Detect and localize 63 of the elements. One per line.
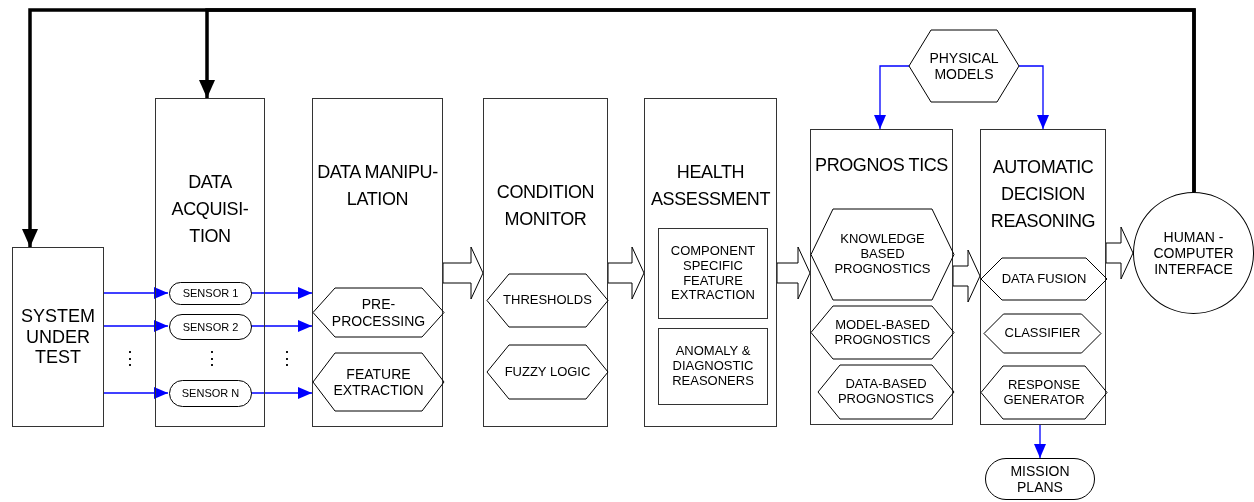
arrow bbox=[103, 287, 169, 299]
hexagon-box bbox=[487, 274, 608, 327]
node-label: COMPONENT SPECIFIC FEATURE EXTRACTION bbox=[669, 241, 757, 305]
hexagon-box bbox=[909, 30, 1019, 102]
stage-panel bbox=[312, 98, 443, 427]
node-label: SENSOR 1 bbox=[181, 286, 240, 302]
hexagon-box bbox=[313, 288, 444, 337]
stage-panel bbox=[810, 129, 953, 425]
block-arrow bbox=[607, 246, 645, 300]
node-label: THRESHOLDS bbox=[502, 291, 593, 310]
arrow bbox=[874, 65, 910, 130]
node-label: PHYSICAL MODELS bbox=[928, 48, 1000, 84]
arrow bbox=[250, 387, 313, 399]
arrow bbox=[250, 287, 313, 299]
stage-heading: CONDITION MONITOR bbox=[495, 181, 596, 231]
block-arrow bbox=[776, 246, 811, 300]
hexagon-box bbox=[811, 306, 954, 359]
process-box bbox=[658, 328, 768, 405]
node-label: FUZZY LOGIC bbox=[503, 362, 592, 381]
hexagon-box bbox=[818, 365, 954, 419]
block-arrow bbox=[442, 246, 484, 300]
block-arrow bbox=[1105, 226, 1134, 280]
node-label: DATA-BASED PROGNOSTICS bbox=[836, 375, 936, 408]
node-label: RESPONSE GENERATOR bbox=[1002, 375, 1086, 409]
stage-panel bbox=[644, 98, 777, 427]
process-box bbox=[12, 247, 104, 427]
arrow bbox=[103, 320, 169, 332]
node-label: MISSION PLANS bbox=[1009, 461, 1071, 497]
stage-heading: DATA MANIPU- LATION bbox=[316, 161, 439, 211]
hexagon-box bbox=[313, 353, 444, 411]
ellipsis-mark: ⋮ bbox=[203, 348, 221, 368]
stage-panel bbox=[483, 98, 608, 427]
node-label: SENSOR 2 bbox=[181, 319, 240, 335]
hexagon-box bbox=[811, 209, 954, 300]
stage-heading: AUTOMATIC DECISION REASONING bbox=[989, 156, 1097, 233]
hexagon-box bbox=[984, 314, 1101, 353]
node-label: MODEL-BASED PROGNOSTICS bbox=[833, 315, 932, 349]
node-label: FEATURE EXTRACTION bbox=[332, 364, 425, 400]
node-label: DATA FUSION bbox=[1000, 269, 1088, 288]
stage-heading: DATA ACQUISI- TION bbox=[170, 171, 250, 248]
node-label: CLASSIFIER bbox=[1003, 324, 1082, 343]
node-label: SENSOR N bbox=[180, 386, 241, 402]
feedback-arrow bbox=[199, 8, 1196, 192]
ellipsis-mark: ⋮ bbox=[121, 348, 139, 368]
node-label: SYSTEM UNDER TEST bbox=[20, 304, 96, 370]
stage-panel bbox=[980, 129, 1106, 425]
process-box bbox=[658, 228, 768, 319]
node-label: PRE- PROCESSING bbox=[330, 295, 427, 331]
arrow bbox=[1034, 424, 1046, 459]
node-label: HUMAN - COMPUTER INTERFACE bbox=[1152, 227, 1235, 280]
arrow bbox=[250, 320, 313, 332]
hexagon-box bbox=[487, 345, 608, 399]
node-label: KNOWLEDGE BASED PROGNOSTICS bbox=[833, 230, 932, 278]
ellipsis-mark: ⋮ bbox=[278, 348, 296, 368]
stage-panel bbox=[155, 98, 265, 427]
stage-heading: HEALTH ASSESSMENT bbox=[650, 161, 771, 211]
block-arrow bbox=[952, 249, 981, 303]
stage-heading: PROGNOS TICS bbox=[814, 154, 949, 177]
hexagon-box bbox=[981, 258, 1107, 300]
node-label: ANOMALY & DIAGNOSTIC REASONERS bbox=[671, 342, 755, 390]
hexagon-box bbox=[981, 366, 1107, 419]
arrow bbox=[103, 387, 169, 399]
arrow bbox=[1018, 65, 1049, 130]
